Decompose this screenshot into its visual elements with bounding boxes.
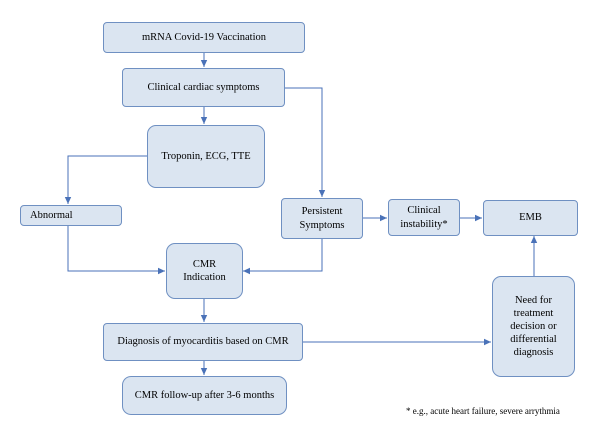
arrow-persistent-to-cmr-indication xyxy=(243,239,323,275)
node-cmr-follow-up: CMR follow-up after 3-6 months xyxy=(122,376,287,415)
node-troponin-ecg-tte: Troponin, ECG, TTE xyxy=(147,125,265,188)
arrow-symptoms-to-persistent xyxy=(285,87,326,197)
node-need-for-treatment-decision: Need for treatment decision or different… xyxy=(492,276,575,377)
node-persistent-symptoms: Persistent Symptoms xyxy=(281,198,363,239)
node-cmr-indication: CMR Indication xyxy=(166,243,243,299)
arrow-abnormal-to-cmr-indication xyxy=(67,226,165,275)
node-diagnosis-myocarditis: Diagnosis of myocarditis based on CMR xyxy=(103,323,303,361)
node-emb: EMB xyxy=(483,200,578,236)
footnote: * e.g., acute heart failure, severe arry… xyxy=(406,406,560,416)
node-clinical-cardiac-symptoms: Clinical cardiac symptoms xyxy=(122,68,285,107)
node-vaccination: mRNA Covid-19 Vaccination xyxy=(103,22,305,53)
node-clinical-instability: Clinical instability* xyxy=(388,199,460,236)
node-abnormal: Abnormal xyxy=(20,205,122,226)
arrow-tests-to-abnormal xyxy=(64,155,147,204)
